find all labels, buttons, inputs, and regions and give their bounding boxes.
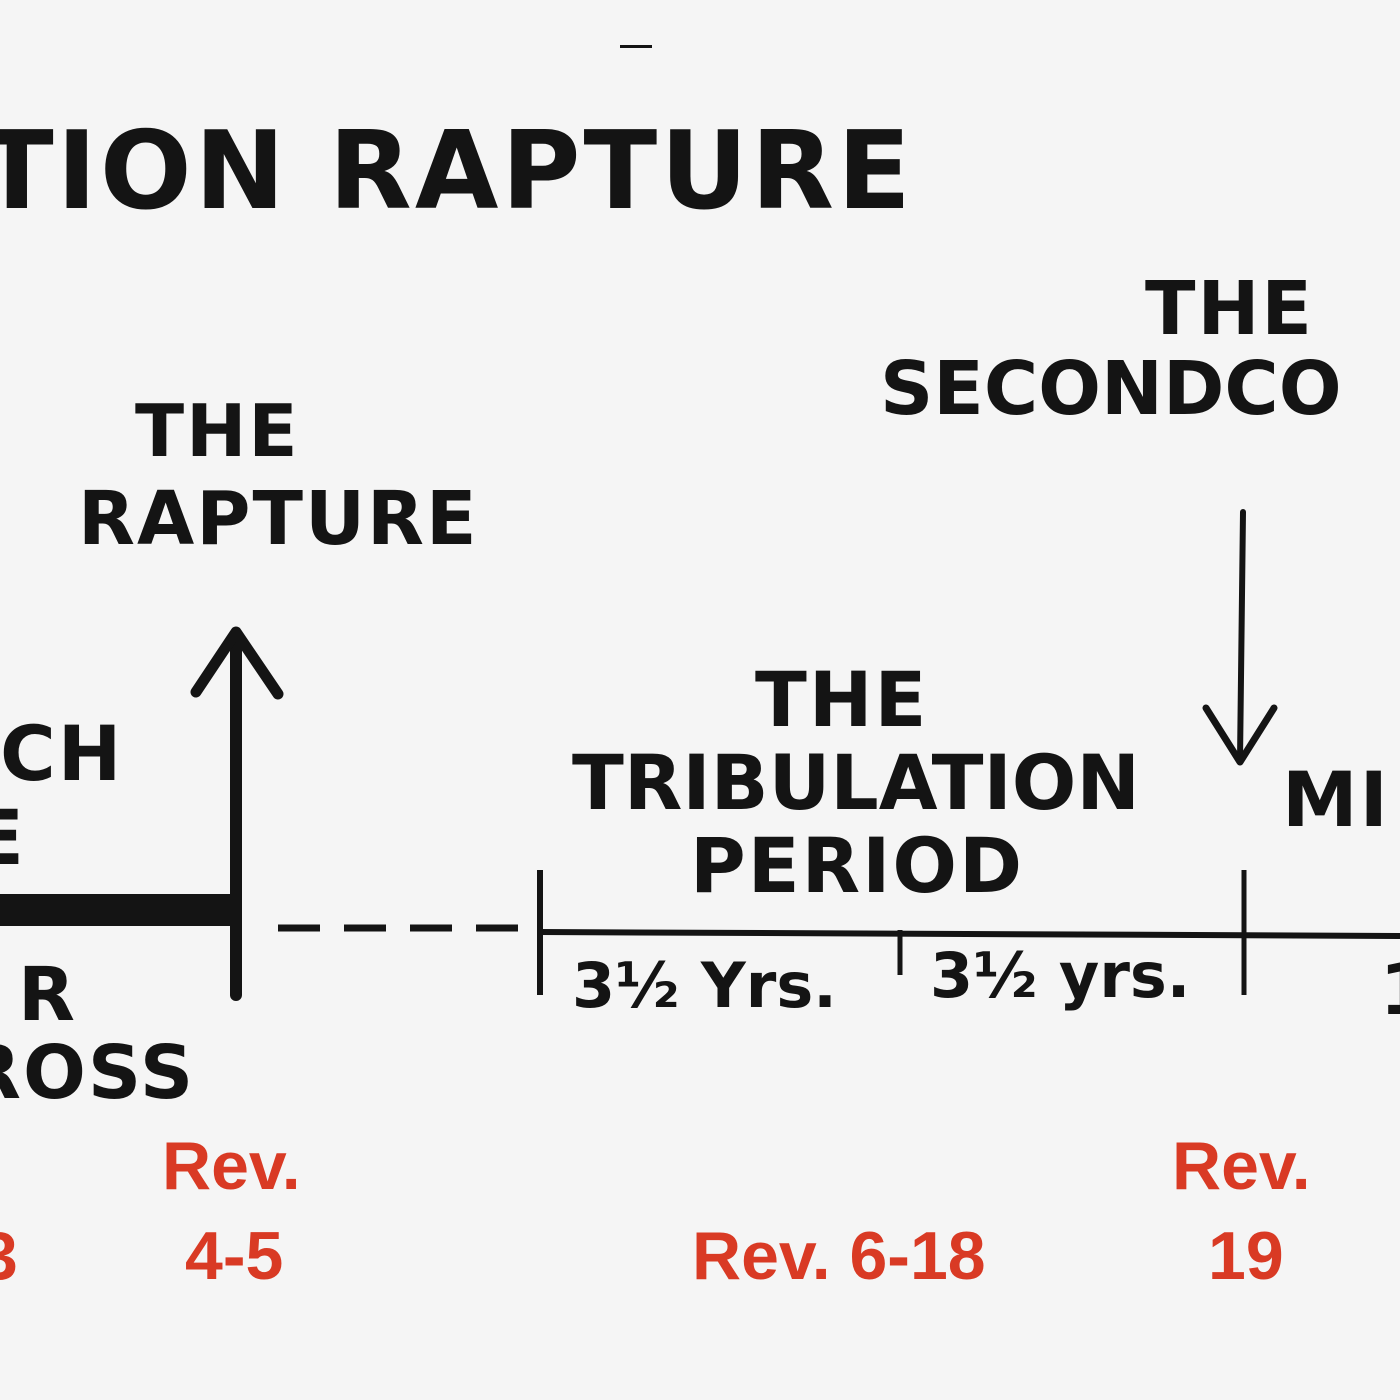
- millennium-label: MI: [1282, 755, 1390, 844]
- cross-label-line1: R: [18, 952, 77, 1038]
- tribulation-timeline: [539, 929, 1400, 939]
- rapture-reference-line2: 4-5: [185, 1218, 284, 1294]
- tribulation-reference: Rev. 6-18: [692, 1218, 986, 1294]
- tribulation-label-line1: THE: [755, 655, 929, 744]
- church-reference-partial: 3: [0, 1222, 18, 1290]
- diagram-title: TION RAPTURE: [0, 109, 914, 234]
- church-age-label-line1: CH: [0, 709, 124, 798]
- tribulation-label-line3: PERIOD: [690, 821, 1025, 910]
- top-mark: [620, 45, 652, 48]
- second-coming-arrow-head: [1202, 704, 1278, 766]
- rapture-reference-line1: Rev.: [162, 1128, 301, 1204]
- second-coming-reference-line1: Rev.: [1172, 1128, 1311, 1204]
- rapture-label-line1: THE: [135, 389, 300, 473]
- second-coming-reference-line2: 19: [1208, 1218, 1284, 1294]
- millennium-sub-label: 1: [1380, 955, 1400, 1025]
- second-coming-label-line1: THE: [1145, 266, 1314, 352]
- second-coming-label-line2: SECONDCO: [880, 346, 1342, 432]
- rapture-arrow-head: [190, 626, 284, 700]
- rapture-label-line2: RAPTURE: [78, 476, 479, 562]
- church-age-bar: [0, 894, 238, 926]
- second-coming-arrow-shaft: [1237, 509, 1246, 763]
- tribulation-first-half: 3½ Yrs.: [572, 949, 837, 1022]
- tribulation-second-half: 3½ yrs.: [930, 939, 1191, 1012]
- tribulation-label-line2: TRIBULATION: [572, 738, 1140, 827]
- church-age-label-line2: E: [0, 800, 26, 876]
